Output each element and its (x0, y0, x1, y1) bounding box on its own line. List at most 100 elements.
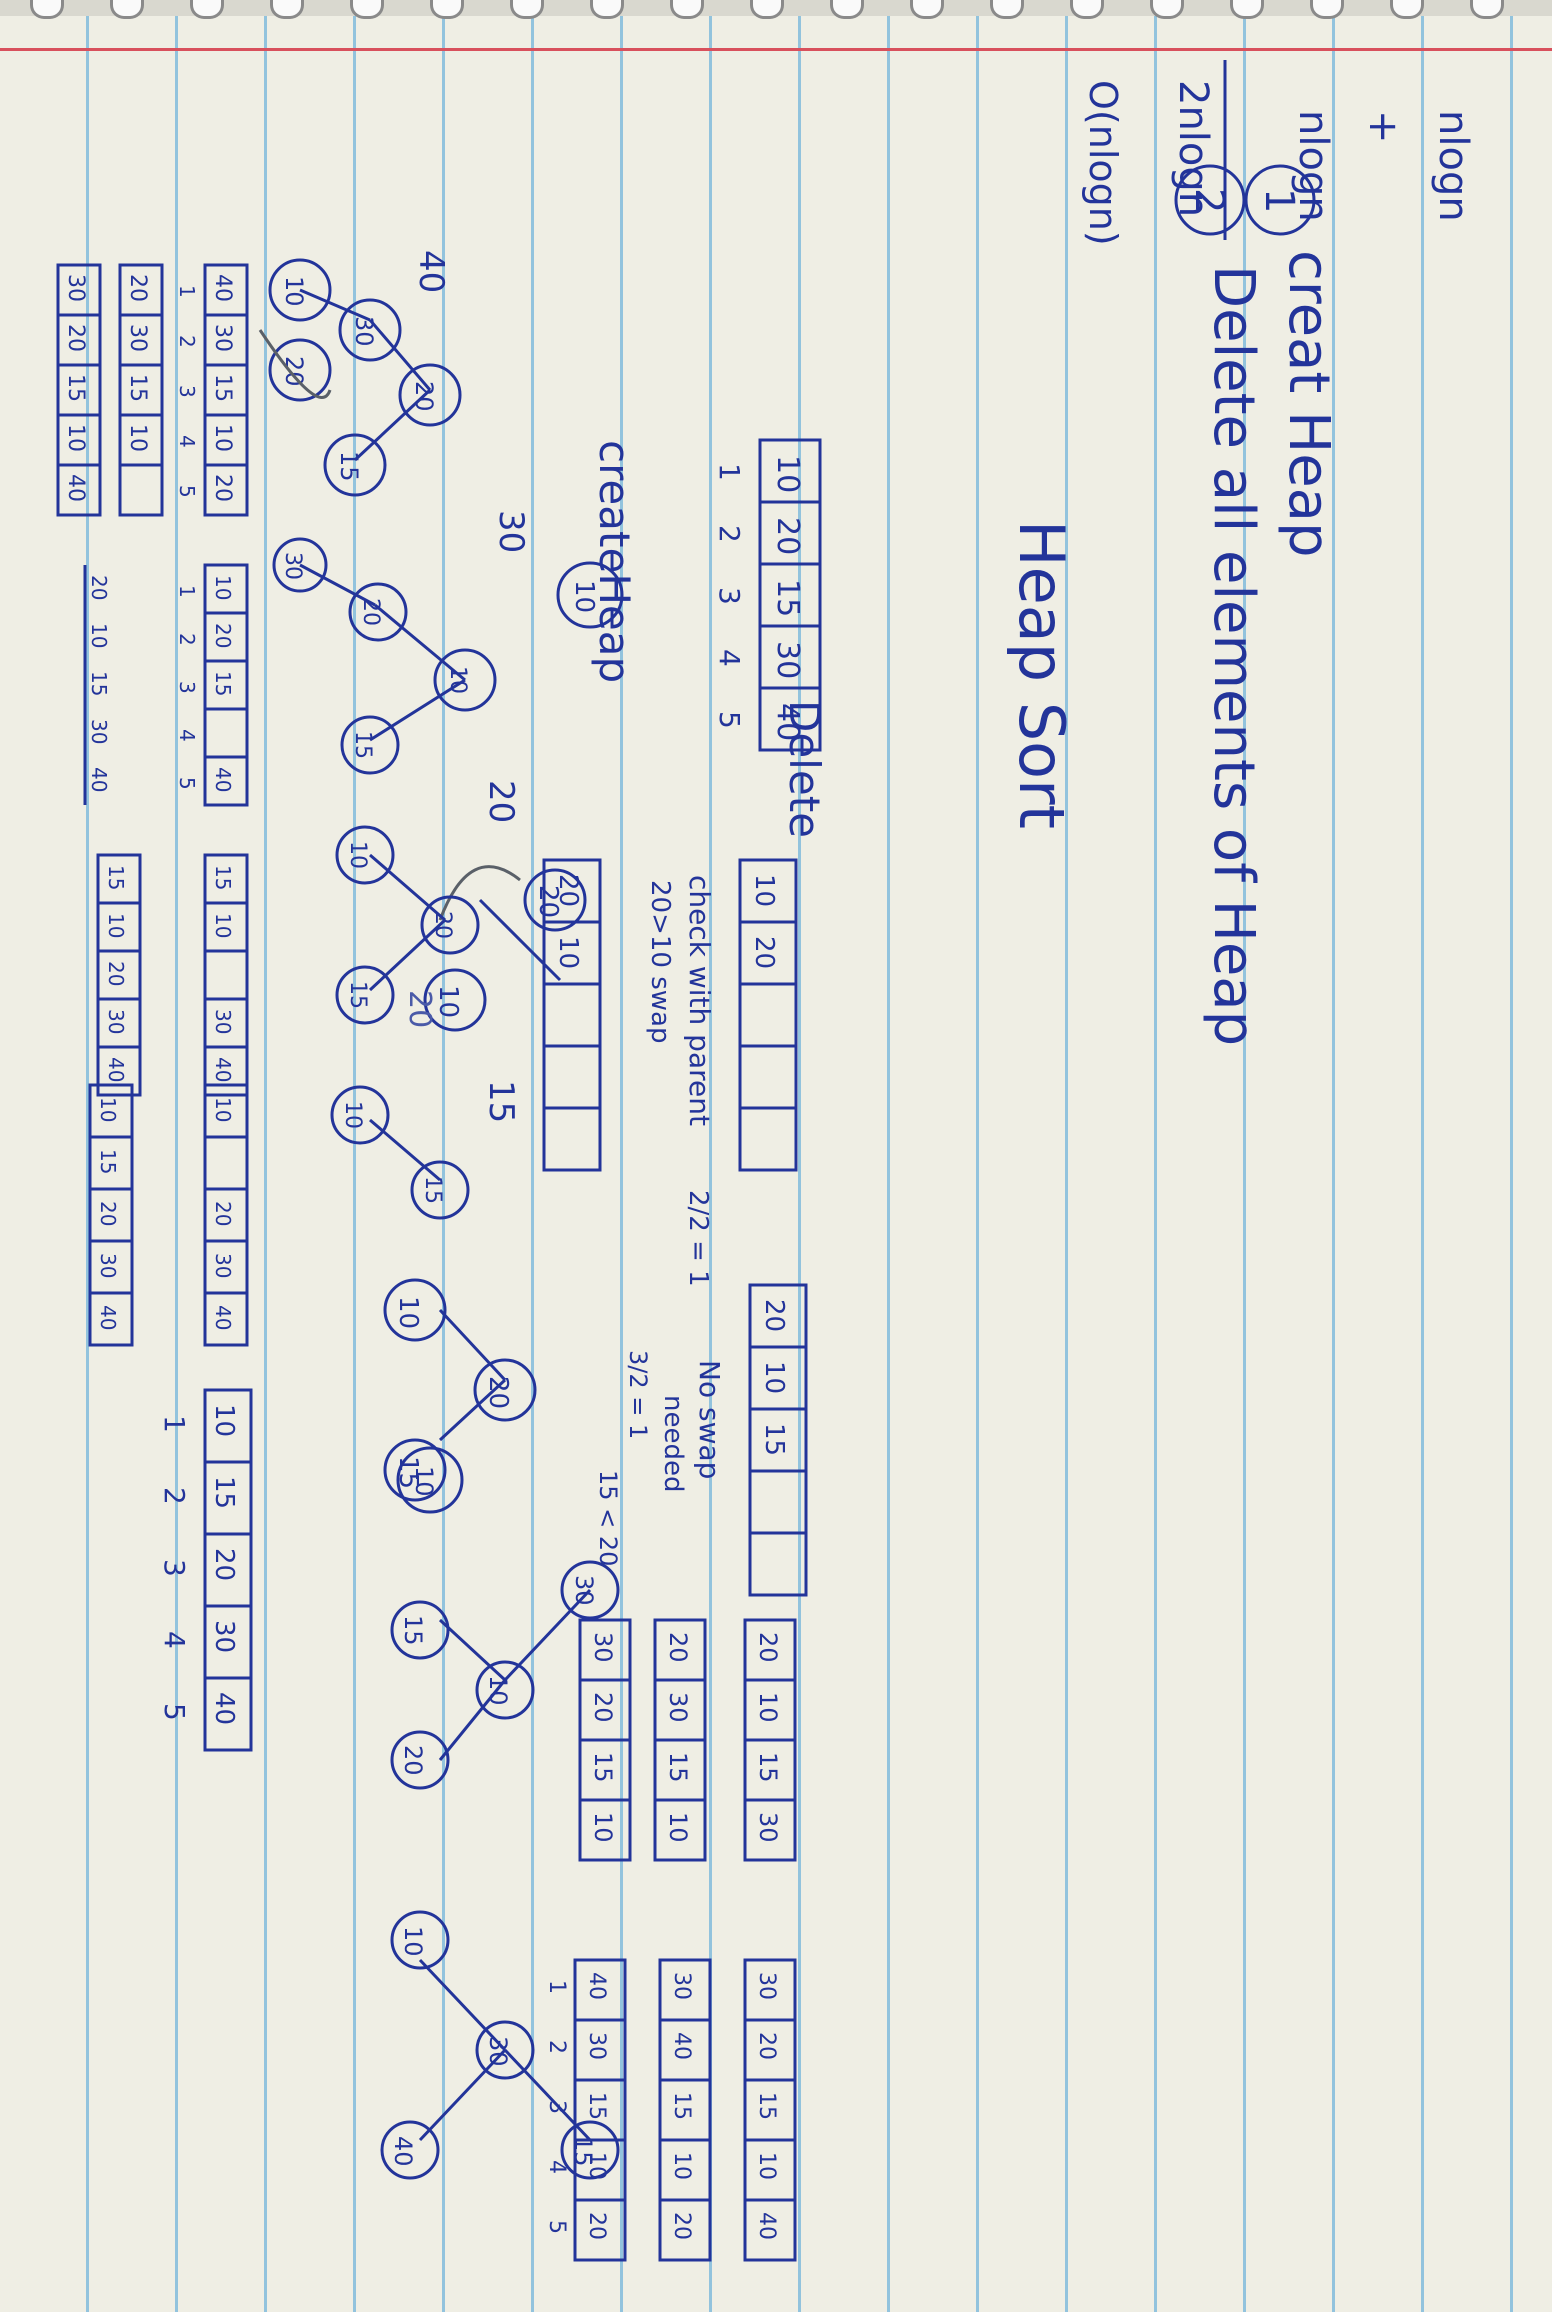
cell-value: 15 (754, 2092, 779, 2120)
final-sorted: 10 10 15 20 30 40 1 2 3 4 5 (158, 1388, 464, 1752)
node-value: 15 (335, 451, 363, 482)
step-2: 2 Delete all elements of Heap (1174, 164, 1266, 1046)
node-value: 10 (340, 1101, 365, 1129)
cell-value: 10 (211, 1097, 235, 1122)
cell-index: 1 (713, 463, 746, 481)
cell-value: 15 (210, 374, 235, 402)
cell-value: 30 (664, 1692, 692, 1723)
step-number-circle (1174, 164, 1246, 236)
swap-label: 20 (402, 990, 437, 1028)
cell-index: 3 (544, 2100, 569, 2114)
cell-value: 10 (754, 2152, 779, 2180)
cell-index: 1 (175, 285, 199, 298)
cell-value: 40 (87, 767, 111, 792)
cell-value: 15 (211, 671, 235, 696)
cell-value: 10 (589, 1812, 617, 1843)
node-value: 15 (420, 1176, 445, 1204)
cell-value: 10 (211, 913, 235, 938)
complexity-line1: nlogn (1430, 110, 1476, 222)
comparison-note: 15 < 20 (594, 1470, 622, 1566)
node-value: 30 (280, 552, 305, 580)
cell-value: 20 (211, 623, 235, 648)
cell-value: 10 (63, 424, 88, 452)
node-value: 20 (280, 356, 308, 387)
spiral-ring (750, 0, 784, 19)
cell-value: 20 (63, 324, 88, 352)
cell-value: 15 (211, 865, 235, 890)
cell-value: 15 (125, 374, 150, 402)
cell-value: 15 (770, 579, 805, 617)
cell-index: 5 (175, 485, 199, 498)
cell-value: 40 (209, 1692, 239, 1725)
deleted-label: 40 (411, 250, 451, 293)
cell-index: 5 (544, 2220, 569, 2234)
parent-index-calc: 2/2 = 1 (683, 1190, 713, 1287)
parent-index-calc: 3/2 = 1 (624, 1350, 652, 1439)
cell-value: 10 (211, 575, 235, 600)
cell-value: 10 (210, 424, 235, 452)
deleted-label: 30 (491, 510, 531, 553)
cell-value: 40 (104, 1057, 128, 1082)
needed-note: needed (658, 1395, 688, 1492)
cell-index: 2 (544, 2040, 569, 2054)
cell-value: 10 (754, 1692, 782, 1723)
cell-value: 30 (125, 324, 150, 352)
spiral-ring (990, 0, 1024, 19)
cell-value: 15 (63, 374, 88, 402)
array-cell (758, 686, 822, 752)
cell-value: 20 (210, 474, 235, 502)
step-text: creat Heap (1276, 250, 1341, 558)
delete-step-20: 10 20 15 20 15 10 30 40 15 10 20 30 40 (96, 780, 521, 1097)
cell-index: 4 (175, 435, 199, 448)
node-value: 20 (399, 1745, 427, 1776)
cell-index: 1 (175, 585, 199, 598)
cell-value: 10 (209, 1404, 239, 1437)
cell-value: 15 (669, 2092, 694, 2120)
cell-value: 10 (584, 2152, 609, 2180)
cell-index: 2 (175, 633, 199, 646)
cell-value: 15 (584, 2092, 609, 2120)
cell-index: 2 (158, 1487, 191, 1505)
cell-value: 40 (211, 1057, 235, 1082)
spiral-ring (590, 0, 624, 19)
cell-value: 20 (125, 274, 150, 302)
cell-value: 20 (553, 874, 583, 907)
cell-value: 15 (96, 1149, 120, 1174)
cell-value: 20 (96, 1201, 120, 1226)
margin-line (0, 48, 1552, 51)
cell-value: 30 (770, 641, 805, 679)
cell-value: 10 (104, 913, 128, 938)
create-heap-label: createHeap (590, 440, 639, 683)
cell-index: 2 (713, 525, 746, 543)
node-value: 10 (345, 841, 370, 869)
cell-index: 1 (544, 1980, 569, 1994)
node-value: 20 (430, 911, 455, 939)
cell-value: 10 (553, 936, 583, 969)
complexity-block: nlogn + nlogn 2nlogn O(nlogn) (1081, 60, 1476, 246)
step-number: 2 (1186, 188, 1232, 213)
cell-value: 30 (210, 324, 235, 352)
cell-value: 30 (211, 1009, 235, 1034)
node-value: 10 (445, 666, 470, 694)
cell-value: 15 (754, 1752, 782, 1783)
insert-40: 10 30 40 15 30 20 15 10 40 30 40 15 10 2… (380, 1910, 797, 2262)
cell-value: 30 (211, 1253, 235, 1278)
spiral-ring (830, 0, 864, 19)
spiral-ring (1470, 0, 1504, 19)
cell-value: 15 (589, 1752, 617, 1783)
delete-step-30: 30 20 10 15 30 10 20 15 40 1 2 3 4 5 20 … (83, 510, 531, 807)
node-value: 15 (345, 981, 370, 1009)
cell-value: 30 (63, 274, 88, 302)
cell-index: 3 (158, 1559, 191, 1577)
node-value: 10 (280, 276, 308, 307)
cell-value: 40 (211, 1305, 235, 1330)
insert-30: 30 10 20 15 20 10 15 30 20 30 15 10 30 (390, 1560, 797, 1862)
cell-index: 3 (175, 681, 199, 694)
step-1: 1 creat Heap (1244, 164, 1341, 558)
cell-value: 10 (664, 1812, 692, 1843)
cell-index: 3 (175, 385, 199, 398)
cell-value: 40 (770, 703, 805, 741)
cell-value: 10 (770, 455, 805, 493)
node-value: 10 (393, 1296, 423, 1329)
